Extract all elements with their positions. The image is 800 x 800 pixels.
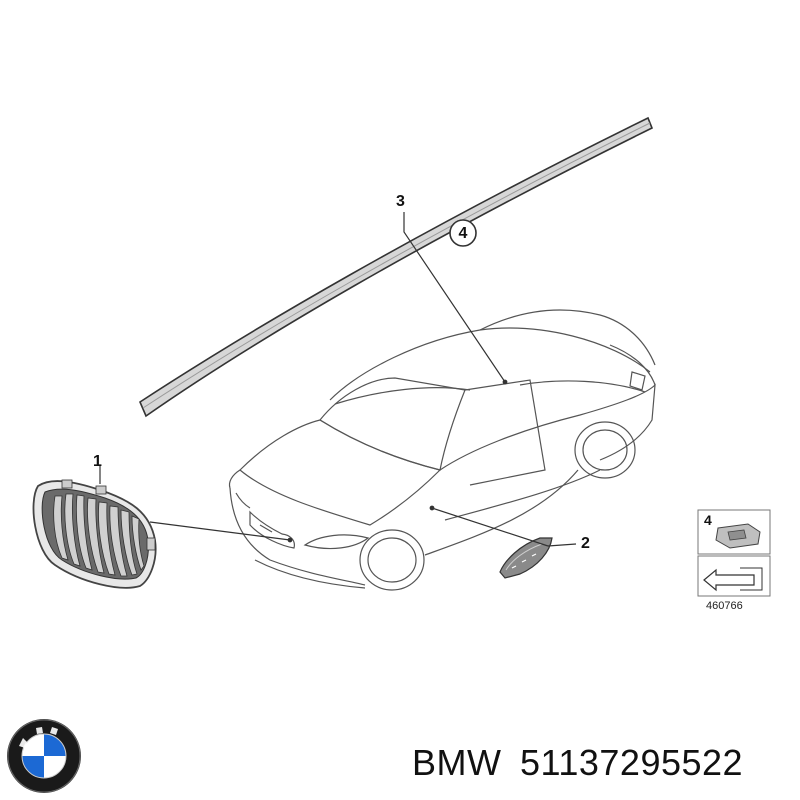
callout-3-label: 3 — [396, 193, 405, 210]
roof-moulding-strip — [139, 116, 654, 418]
part-number-label: 51137295522 — [520, 742, 744, 783]
callout-4-label: 4 — [458, 225, 468, 242]
callout-2-label: 2 — [581, 535, 590, 552]
leader-lines — [99, 212, 577, 547]
kidney-grille — [32, 479, 157, 589]
callout-4-circle — [449, 219, 477, 247]
brand-label: BMW — [412, 742, 502, 783]
side-trim-element — [499, 537, 553, 579]
callout-1-label: 1 — [93, 453, 102, 470]
car-outline — [228, 309, 656, 591]
bmw-roundel-icon — [7, 719, 81, 793]
arrow-icon — [703, 568, 755, 592]
reference-number: 460766 — [706, 600, 743, 612]
legend-box — [697, 509, 771, 597]
legend-callout-label: 4 — [704, 512, 712, 528]
